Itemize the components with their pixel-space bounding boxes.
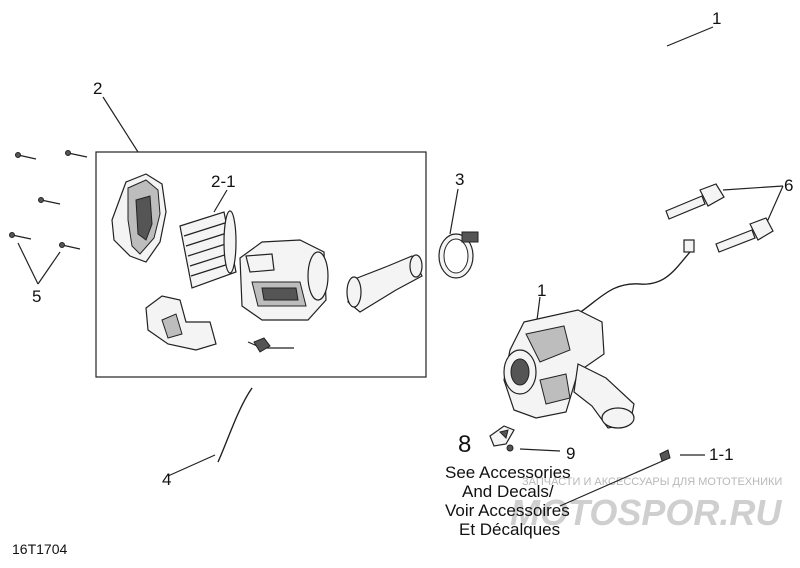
inlet-duct — [145, 295, 217, 351]
watermark: ЗАПЧАСТИ И АКСЕССУАРЫ ДЛЯ МОТОТЕХНИКИ MO… — [510, 476, 782, 533]
airbox-body — [239, 239, 329, 321]
watermark-logo-text: MOTOSPOR.RU — [510, 492, 782, 533]
note-line-3: Voir Accessoires — [445, 501, 570, 520]
screws-group — [9, 150, 88, 250]
screw-5 — [59, 242, 81, 250]
callout-9: 9 — [566, 444, 575, 463]
airbox-cover — [111, 173, 167, 263]
note-line-2: And Decals/ — [462, 482, 554, 501]
hose-clamp — [438, 231, 479, 279]
note-line-1: See Accessories — [445, 463, 571, 482]
bolts-group — [665, 183, 774, 253]
callout-labels: 1 2 2-1 3 6 1 5 8 9 1-1 4 — [32, 9, 793, 489]
accessories-note: See Accessories And Decals/ Voir Accesso… — [445, 463, 571, 539]
figure-id: 16T1704 — [12, 541, 67, 557]
intake-boot — [346, 254, 423, 313]
airbox-group-frame — [95, 151, 427, 378]
callout-6: 6 — [784, 176, 793, 195]
callout-5: 5 — [32, 287, 41, 306]
callout-3: 3 — [455, 170, 464, 189]
bolt-1 — [665, 183, 725, 220]
sensor-part — [489, 425, 515, 447]
throttle-body-assembly — [503, 239, 695, 429]
breather-hose — [217, 387, 253, 463]
callout-8: 8 — [458, 431, 471, 458]
callout-1-mid: 1 — [537, 281, 546, 300]
callout-1-1: 1-1 — [709, 445, 734, 464]
screw-2 — [65, 150, 88, 158]
small-bracket — [247, 337, 294, 353]
small-fitting — [659, 449, 671, 462]
screw-3 — [38, 197, 61, 205]
callout-4: 4 — [162, 470, 171, 489]
screw-4 — [9, 232, 32, 240]
watermark-top-text: ЗАПЧАСТИ И АКСЕССУАРЫ ДЛЯ МОТОТЕХНИКИ — [522, 476, 782, 488]
callout-2: 2 — [93, 79, 102, 98]
air-filter-element — [179, 210, 237, 289]
screw-1 — [15, 152, 37, 160]
leader-lines — [17, 26, 784, 507]
note-line-4: Et Décalques — [459, 520, 560, 539]
callout-2-1: 2-1 — [211, 172, 236, 191]
bolt-2 — [715, 217, 774, 253]
callout-1-top: 1 — [712, 9, 721, 28]
small-screw — [506, 444, 514, 452]
